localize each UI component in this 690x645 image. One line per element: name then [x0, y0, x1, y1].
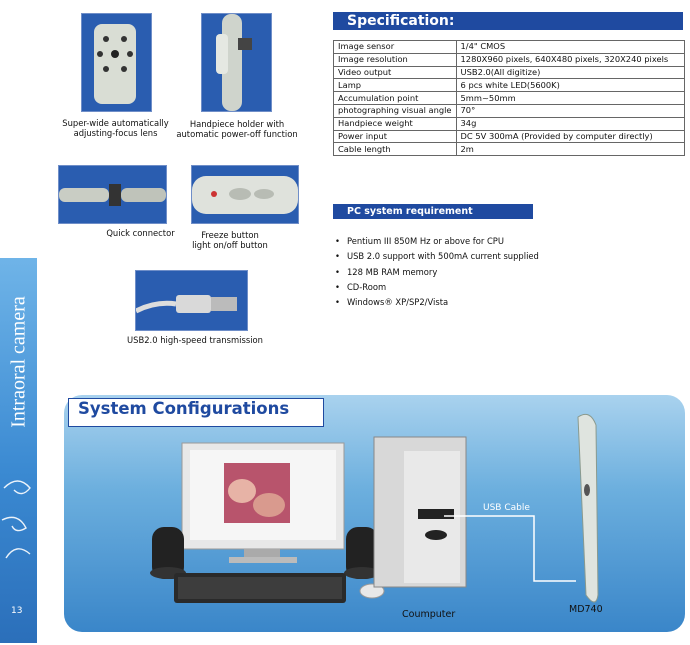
- spec-value: 2m: [455, 142, 686, 157]
- system-title: System Configurations: [78, 399, 290, 418]
- spec-key: photographing visual angle: [333, 103, 457, 118]
- system-title-box: [68, 398, 324, 427]
- spec-value: USB2.0(All digitize): [455, 65, 686, 80]
- lens-photo: [81, 13, 152, 112]
- spec-key: Image resolution: [333, 52, 457, 67]
- speaker-right-image: [344, 527, 380, 579]
- usb-photo: [135, 270, 248, 331]
- usb-caption: USB2.0 high-speed transmission: [127, 335, 263, 345]
- specification-heading: Specification:: [333, 12, 683, 30]
- model-label: MD740: [569, 604, 603, 615]
- quick-connector-image: [59, 184, 166, 206]
- spec-key: Handpiece weight: [333, 116, 457, 131]
- sidebar-band: [0, 258, 37, 643]
- computer-tower-image: [373, 436, 467, 588]
- pc-requirement-title: PC system requirement: [347, 206, 473, 217]
- lens-caption: Super-wide automatically adjusting-focus…: [62, 118, 169, 138]
- md740-camera-image: [577, 413, 599, 603]
- swirl-ornament-icon: [1, 480, 31, 559]
- handpiece-holder-image: [216, 14, 252, 111]
- freeze-button-image: [192, 176, 298, 214]
- page-number: 13: [11, 606, 23, 616]
- specification-title: Specification:: [347, 13, 455, 29]
- spec-key: Video output: [333, 65, 457, 80]
- spec-key: Lamp: [333, 78, 457, 93]
- requirement-item: USB 2.0 support with 500mA current suppl…: [335, 249, 539, 264]
- spec-value: 6 pcs white LED(5600K): [455, 78, 686, 93]
- usb-cable-label: USB Cable: [483, 503, 530, 513]
- usb-plug-image: [136, 295, 237, 314]
- spec-key: Accumulation point: [333, 91, 457, 105]
- requirement-item: Windows® XP/SP2/Vista: [335, 295, 539, 310]
- pc-requirement-heading: PC system requirement: [333, 204, 533, 219]
- spec-value: 5mm~50mm: [455, 91, 686, 105]
- speaker-left-image: [150, 527, 186, 579]
- spec-value: DC 5V 300mA (Provided by computer direct…: [455, 129, 686, 144]
- sidebar-title: Intraoral camera: [7, 296, 30, 428]
- connector-caption: Quick connector: [106, 228, 175, 238]
- spec-value: 1/4" CMOS: [455, 40, 686, 54]
- holder-caption: Handpiece holder with automatic power-of…: [176, 119, 298, 139]
- freeze-caption: Freeze button light on/off button: [192, 230, 268, 250]
- camera-lens-image: [94, 24, 136, 104]
- requirement-item: Pentium III 850M Hz or above for CPU: [335, 234, 539, 249]
- system-diagram: [150, 413, 599, 603]
- computer-label: Coumputer: [402, 609, 456, 620]
- keyboard-image: [174, 573, 346, 603]
- pc-requirement-list: Pentium III 850M Hz or above for CPUUSB …: [335, 234, 539, 310]
- usb-cable-line: [444, 515, 576, 582]
- holder-photo: [201, 13, 272, 112]
- spec-value: 1280X960 pixels, 640X480 pixels, 320X240…: [455, 52, 686, 67]
- spec-value: 70°: [455, 103, 686, 118]
- requirement-item: 128 MB RAM memory: [335, 265, 539, 280]
- spec-key: Cable length: [333, 142, 457, 157]
- connector-photo: [58, 165, 167, 224]
- spec-key: Image sensor: [333, 40, 457, 54]
- monitor-image: [181, 442, 345, 563]
- requirement-item: CD-Room: [335, 280, 539, 295]
- spec-value: 34g: [455, 116, 686, 131]
- freeze-photo: [191, 165, 299, 224]
- spec-key: Power input: [333, 129, 457, 144]
